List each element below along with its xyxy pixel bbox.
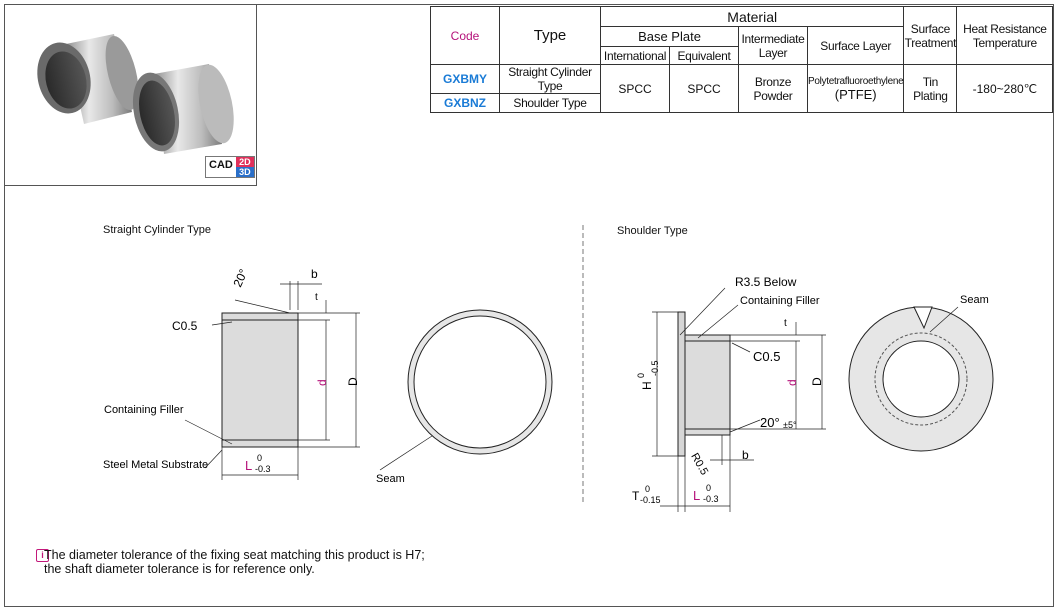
straight-side-view [184, 281, 360, 480]
shoulder-side-view [652, 287, 826, 512]
straight-L-tol-top: 0 [257, 453, 262, 463]
material-header: Material [599, 6, 905, 27]
surface-layer-line2: (PTFE) [834, 86, 877, 102]
straight-d: d [315, 379, 329, 386]
base-plate-header: Base Plate [600, 26, 739, 47]
info-icon: i [36, 549, 49, 562]
cad-3d-label: 3D [235, 167, 254, 177]
straight-bushing-image [132, 64, 234, 154]
tolerance-note: The diameter tolerance of the fixing sea… [44, 548, 425, 576]
shoulder-bushing-image [37, 34, 139, 124]
type-shoulder: Shoulder Type [499, 93, 601, 113]
surface-treatment-value: Tin Plating [903, 64, 958, 113]
straight-b: b [311, 267, 318, 281]
shoulder-d: d [785, 379, 799, 386]
product-photo [4, 4, 257, 186]
straight-title: Straight Cylinder Type [103, 224, 212, 236]
shoulder-L-tol-top: 0 [706, 483, 711, 493]
code-gxbnz[interactable]: GXBNZ [430, 93, 500, 113]
page-frame [4, 4, 1054, 607]
straight-D: D [346, 377, 360, 386]
spec-table: Code Type Material Surface Treatment Hea… [430, 6, 1054, 113]
cad-badge[interactable]: CAD 2D 3D [205, 156, 255, 178]
shoulder-T: T [632, 489, 640, 503]
straight-angle: 20° [230, 267, 250, 290]
note-line1: The diameter tolerance of the fixing sea… [44, 548, 425, 562]
straight-seam-label: Seam [376, 473, 405, 485]
shoulder-D: D [810, 377, 824, 386]
intermediate-header: Intermediate Layer [738, 26, 808, 65]
shoulder-H-tol-bottom: -0.5 [650, 360, 660, 376]
code-gxbmy[interactable]: GXBMY [430, 64, 500, 94]
type-header: Type [499, 6, 601, 65]
shoulder-L-tol-bottom: -0.3 [703, 494, 719, 504]
cad-2d-label: 2D [235, 157, 254, 167]
straight-t: t [315, 292, 318, 303]
straight-L: L [245, 458, 252, 473]
shoulder-title: Shoulder Type [617, 225, 688, 237]
shoulder-angle-tol: ±5° [783, 420, 797, 430]
straight-substrate-label: Steel Metal Substrate [103, 459, 208, 471]
surface-layer-value: Polytetrafluoroethylene (PTFE) [806, 64, 905, 113]
shoulder-T-tol-bottom: -0.15 [640, 495, 661, 505]
shoulder-H-tol-top: 0 [636, 373, 646, 378]
international-value: SPCC [600, 64, 670, 113]
shoulder-T-tol-top: 0 [645, 484, 650, 494]
shoulder-seam-label: Seam [960, 294, 989, 306]
shoulder-H: H [640, 381, 654, 390]
heat-value: -180~280℃ [956, 64, 1054, 113]
straight-front-view [379, 309, 553, 471]
shoulder-chamfer: C0.5 [753, 349, 780, 364]
surface-layer-header: Surface Layer [806, 26, 905, 65]
cad-label: CAD [209, 159, 233, 171]
straight-chamfer: C0.5 [172, 319, 198, 333]
heat-header: Heat Resistance Temperature [956, 6, 1054, 65]
equivalent-value: SPCC [669, 64, 739, 113]
shoulder-b: b [742, 448, 749, 462]
bushing-photo [37, 34, 234, 154]
surface-layer-line1: Polytetrafluoroethylene [808, 75, 904, 87]
shoulder-filler-label: Containing Filler [740, 295, 820, 307]
straight-filler-label: Containing Filler [104, 404, 184, 416]
shoulder-front-view [848, 306, 994, 452]
shoulder-r05: R0.5 [688, 451, 710, 477]
shoulder-L: L [693, 488, 700, 503]
straight-L-tol-bottom: -0.3 [255, 464, 271, 474]
intermediate-value: Bronze Powder [738, 64, 808, 113]
shoulder-r35: R3.5 Below [735, 275, 797, 289]
shoulder-t: t [784, 318, 787, 329]
shoulder-angle: 20° [760, 415, 780, 430]
note-line2: the shaft diameter tolerance is for refe… [44, 562, 315, 576]
